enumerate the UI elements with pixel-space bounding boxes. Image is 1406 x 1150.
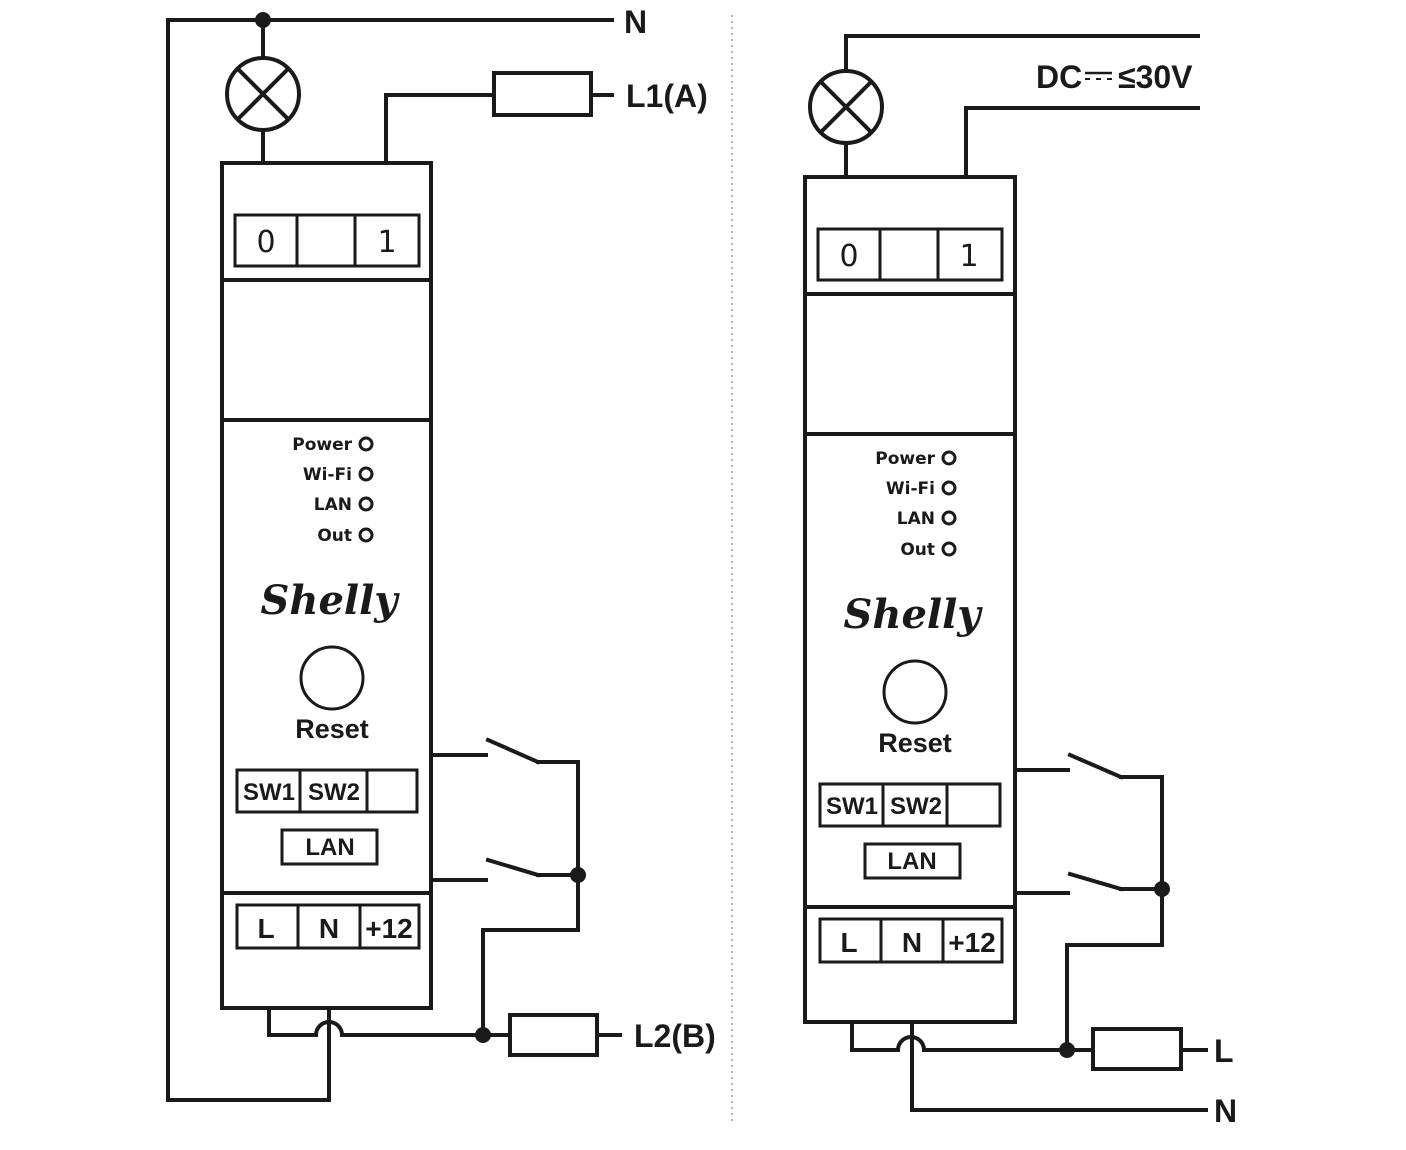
switch-1 xyxy=(1067,752,1124,780)
terminal-l-label: L xyxy=(257,913,274,944)
line-label: L xyxy=(1214,1033,1234,1069)
led-out-icon xyxy=(941,541,957,557)
l1-label: L1(A) xyxy=(626,78,708,114)
power-terminal-block: L N +12 xyxy=(818,917,1004,964)
reset-button xyxy=(299,645,365,711)
neutral-label: N xyxy=(624,4,647,40)
power-terminal-block: L N +12 xyxy=(235,903,421,950)
led-out-icon xyxy=(358,527,374,543)
shelly-device: 0 1 Power Wi-Fi LAN Out Shelly Reset xyxy=(220,161,433,1010)
fuse-icon xyxy=(508,1013,599,1057)
terminal-n-label: N xyxy=(902,927,922,958)
output-terminal-block: 0 1 xyxy=(816,227,1004,282)
led-wifi-label: Wi-Fi xyxy=(886,479,935,499)
led-out-label: Out xyxy=(900,540,935,560)
dc-supply-label: DC ≤30V xyxy=(1036,59,1193,95)
sw1-label: SW1 xyxy=(243,779,295,806)
dc-prefix-label: DC xyxy=(1036,59,1082,95)
led-indicators: Power Wi-Fi LAN Out xyxy=(875,449,957,560)
fuse-icon xyxy=(1091,1027,1183,1071)
l2-label: L2(B) xyxy=(634,1018,716,1054)
led-lan-label: LAN xyxy=(314,495,352,515)
neutral-return-wire xyxy=(166,18,331,1102)
lan-port xyxy=(863,842,962,880)
led-wifi-label: Wi-Fi xyxy=(303,465,352,485)
brand-logo: Shelly xyxy=(843,591,983,638)
device-housing xyxy=(803,175,1017,1024)
switch-2 xyxy=(485,857,541,878)
led-wifi-icon xyxy=(941,480,957,496)
sw2-label: SW2 xyxy=(308,779,360,806)
terminal-12v-label: +12 xyxy=(948,927,996,958)
lamp-icon xyxy=(225,56,301,132)
junction-dot xyxy=(475,1027,491,1043)
led-lan-label: LAN xyxy=(897,509,935,529)
led-out-label: Out xyxy=(317,526,352,546)
lan-port xyxy=(280,828,379,866)
terminal-0-label: 0 xyxy=(839,239,858,274)
lamp-icon xyxy=(808,69,884,145)
fuse-icon xyxy=(492,71,593,117)
switch-2 xyxy=(1067,871,1124,892)
led-indicators: Power Wi-Fi LAN Out xyxy=(292,435,374,546)
terminal-n-label: N xyxy=(319,913,339,944)
led-power-icon xyxy=(358,436,374,452)
terminal-l-label: L xyxy=(840,927,857,958)
terminal-1-label: 1 xyxy=(377,225,396,260)
junction-dot xyxy=(570,867,586,883)
led-lan-icon xyxy=(941,510,957,526)
device-housing xyxy=(220,161,433,1010)
switch-terminal-block: SW1 SW2 xyxy=(235,768,419,814)
led-power-icon xyxy=(941,450,957,466)
brand-logo: Shelly xyxy=(260,577,400,624)
junction-dot xyxy=(1154,881,1170,897)
dc-voltage-label: ≤30V xyxy=(1118,59,1193,95)
reset-label: Reset xyxy=(878,728,952,758)
junction-dot xyxy=(1059,1042,1075,1058)
diagram-dc: 0 1 Power Wi-Fi LAN Out Shelly Reset xyxy=(803,34,1237,1129)
dc-symbol-icon xyxy=(1085,71,1112,80)
switch-terminal-block: SW1 SW2 xyxy=(818,782,1002,828)
switch-feed-wire xyxy=(481,760,580,1037)
led-wifi-icon xyxy=(358,466,374,482)
lan-port-label: LAN xyxy=(305,834,354,861)
sw2-label: SW2 xyxy=(890,793,942,820)
switch-feed-wire xyxy=(1065,775,1164,1052)
junction-dot xyxy=(255,12,271,28)
led-power-label: Power xyxy=(875,449,935,469)
neutral-label: N xyxy=(1214,1093,1237,1129)
diagram-ac: 0 1 Power Wi-Fi LAN Out Shelly Reset xyxy=(166,4,716,1102)
terminal-12v-label: +12 xyxy=(365,913,413,944)
led-power-label: Power xyxy=(292,435,352,455)
switch-1 xyxy=(485,737,541,765)
output-terminal-block: 0 1 xyxy=(233,213,421,268)
shelly-device: 0 1 Power Wi-Fi LAN Out Shelly Reset xyxy=(803,175,1017,1024)
terminal-1-label: 1 xyxy=(959,239,978,274)
dc-negative-wire xyxy=(844,34,1200,72)
lan-port-label: LAN xyxy=(887,848,936,875)
sw1-label: SW1 xyxy=(826,793,878,820)
led-lan-icon xyxy=(358,496,374,512)
reset-button xyxy=(882,659,948,725)
reset-label: Reset xyxy=(295,714,369,744)
terminal-0-label: 0 xyxy=(256,225,275,260)
